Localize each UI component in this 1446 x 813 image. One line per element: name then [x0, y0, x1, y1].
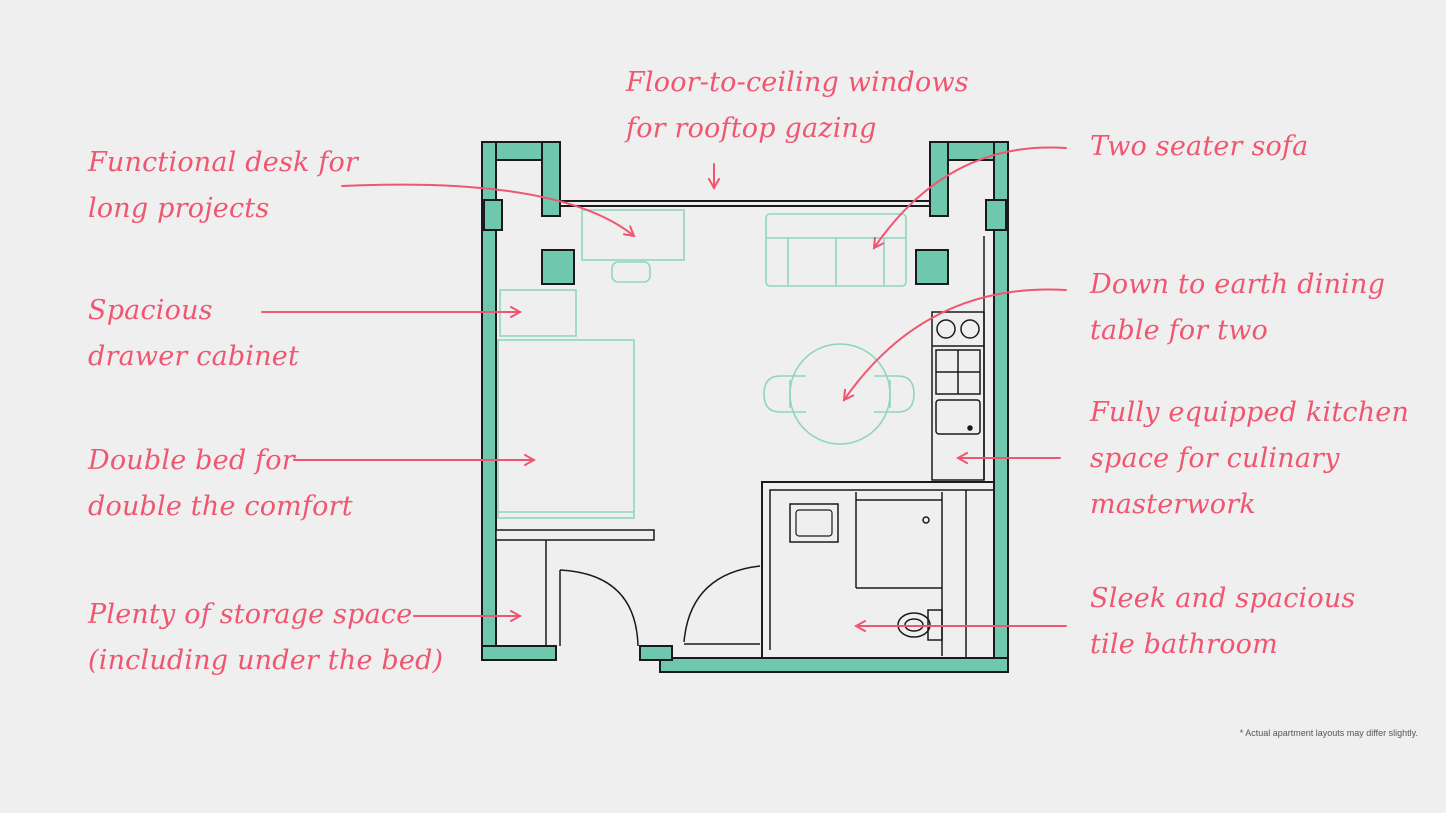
walls: [481, 141, 1009, 673]
wall-bottom-right: [659, 657, 1009, 673]
wall-door-jamb: [639, 645, 673, 661]
bathroom-sink: [789, 503, 839, 543]
arrows: [261, 146, 1067, 626]
label-storage: Plenty of storage space (including under…: [88, 599, 444, 676]
label-bed: Double bed for double the comfort: [88, 445, 353, 522]
interior: [495, 529, 761, 647]
arrow-dining: [844, 288, 1067, 400]
furniture: [497, 209, 915, 519]
label-windows: Floor-to-ceiling windows for rooftop gaz…: [626, 67, 969, 144]
storage-shelf: [495, 529, 655, 541]
kitchen: [931, 311, 985, 481]
dining-chair-right: [874, 375, 915, 413]
bathroom: [761, 236, 994, 658]
desk: [581, 209, 685, 261]
bathroom-door-swing: [683, 565, 761, 643]
label-sofa: Two seater sofa: [1090, 131, 1309, 162]
label-dining: Down to earth dining table for two: [1090, 269, 1386, 346]
column-right: [915, 249, 949, 285]
label-desk: Functional desk for long projects: [88, 147, 359, 224]
arrow-desk: [341, 183, 634, 236]
wall-bottom-left: [481, 645, 557, 661]
window: [483, 199, 1007, 231]
dining-chair-left: [763, 375, 806, 413]
dining-table: [789, 343, 891, 445]
entrance-door-swing: [559, 569, 639, 647]
label-kitchen: Fully equipped kitchen space for culinar…: [1090, 397, 1410, 520]
column-left: [541, 249, 575, 285]
double-bed: [497, 339, 635, 519]
footnote: * Actual apartment layouts may differ sl…: [1239, 728, 1418, 738]
sofa: [765, 213, 907, 287]
arrow-sofa: [874, 146, 1067, 248]
label-bathroom: Sleek and spacious tile bathroom: [1090, 583, 1356, 660]
desk-chair: [611, 261, 651, 283]
label-cabinet: Spacious drawer cabinet: [88, 295, 300, 372]
hob-ring: [936, 319, 956, 339]
kitchen-sink: [935, 399, 981, 435]
wall-top-left-pillar: [541, 141, 561, 217]
hob-ring: [960, 319, 980, 339]
wall-top-right-pillar: [929, 141, 949, 217]
shower-drain: [922, 516, 930, 524]
